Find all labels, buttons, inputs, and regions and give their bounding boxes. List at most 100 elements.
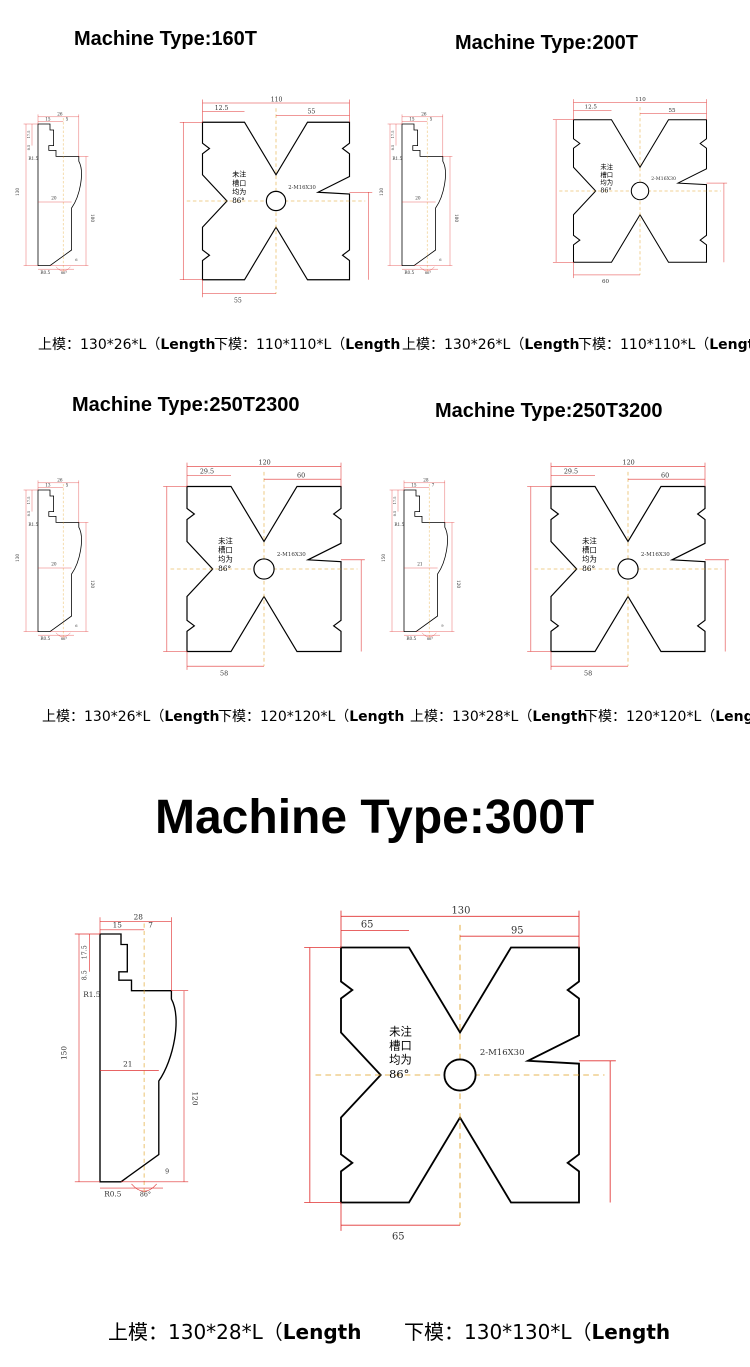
dim-h1: 17.5 — [27, 496, 31, 505]
dim-h: 150 — [381, 554, 386, 562]
lower-die-caption: 下模：110*110*L（Length — [214, 334, 400, 354]
tip-angle-arc — [421, 632, 437, 638]
upper-die-outline — [37, 123, 82, 266]
note-line-4: 86° — [582, 564, 595, 573]
note-line-3: 均为 — [389, 1053, 412, 1067]
dim-h3: 120 — [190, 1092, 199, 1106]
note-line-3: 均为 — [582, 555, 597, 564]
dim-h1: 17.5 — [393, 496, 397, 505]
upper-die-caption: 上模：130*26*L（Length — [42, 706, 219, 726]
dim-w2: 15 — [411, 482, 417, 487]
dim-mid: 20 — [415, 196, 421, 201]
upper-die-caption: 上模：130*28*L（Length — [108, 1316, 361, 1345]
dim-h: 130 — [15, 554, 20, 562]
dim-angle: 86° — [425, 271, 432, 275]
mount-hole — [617, 558, 639, 580]
dim-top: 120 — [259, 459, 271, 467]
note-line-4: 86° — [218, 564, 231, 573]
upper-die-drawing: 28 15 7 150 17.5 8.5 R1.5 21 120 R0.5 86… — [381, 478, 461, 641]
dim-c: 58 — [584, 669, 592, 677]
dim-w2: 15 — [45, 116, 51, 121]
upper-die-caption: 上模：130*26*L（Length — [402, 334, 579, 354]
dim-b: 60 — [661, 471, 669, 479]
note-line-1: 未注 — [232, 170, 246, 179]
dim-w2: 15 — [409, 116, 415, 121]
dim-radius: R1.5 — [28, 156, 38, 161]
note-line-1: 未注 — [582, 536, 597, 545]
dim-h1: 17.5 — [81, 945, 88, 959]
upper-die-caption: 上模：130*26*L（Length — [38, 334, 215, 354]
upper-die-caption-length: Length — [282, 1320, 362, 1344]
tip-angle-arc — [55, 266, 71, 272]
dim-w3: 5 — [66, 116, 69, 121]
dim-radius: R1.5 — [28, 522, 38, 527]
note-line-4: 86° — [389, 1067, 409, 1081]
dim-tip: R0.5 — [40, 270, 50, 275]
note-line-2: 槽口 — [389, 1039, 412, 1053]
mount-hole — [630, 181, 650, 201]
mount-hole — [253, 558, 275, 580]
lower-die-caption-length: Length — [349, 709, 405, 725]
dim-foot: 6 — [75, 258, 78, 262]
dim-w3: 5 — [66, 482, 69, 487]
dim-hole: 2-M16X30 — [651, 176, 676, 182]
upper-die-outline — [99, 933, 177, 1183]
lower-die-caption-spec: 下模：120*120*L（ — [584, 709, 716, 725]
dim-c: 65 — [392, 1231, 405, 1242]
upper-die-outline — [403, 489, 448, 632]
note-line-1: 未注 — [600, 162, 613, 171]
note-line-4: 86° — [232, 197, 244, 205]
dim-mid: 20 — [51, 562, 57, 567]
dim-b: 95 — [511, 925, 524, 936]
dim-radius: R1.5 — [394, 522, 404, 527]
lower-die-caption-length: Lengt — [715, 709, 750, 725]
machine-type-title: Machine Type:160T — [74, 28, 258, 50]
dim-mid: 21 — [417, 562, 423, 567]
lower-die-caption-spec: 下模：120*120*L（ — [218, 709, 350, 725]
dim-h2: 8.5 — [27, 510, 31, 516]
dim-top: 130 — [452, 906, 471, 917]
dim-tip: R0.5 — [406, 636, 416, 641]
dim-top: 120 — [623, 459, 635, 467]
machine-type-title: Machine Type:200T — [455, 32, 639, 54]
dim-w1: 26 — [57, 478, 63, 483]
dim-w3: 7 — [432, 482, 435, 487]
lower-die-caption-length: Length — [591, 1320, 671, 1344]
upper-die-drawing: 26 15 5 130 17.5 8.5 R1.5 20 100 R0.5 86… — [15, 112, 95, 275]
dim-angle: 86° — [427, 637, 434, 641]
upper-die-outline — [401, 123, 446, 266]
dim-w3: 7 — [148, 921, 153, 930]
dim-foot: 9 — [165, 1168, 169, 1175]
note-line-4: 86° — [600, 187, 611, 195]
upper-die-caption-length: Length — [160, 337, 216, 353]
dim-hole: 2-M16X30 — [641, 552, 670, 558]
dim-top: 110 — [271, 96, 283, 103]
lower-die-caption-spec: 下模：130*130*L（ — [404, 1320, 592, 1344]
upper-die-caption-spec: 上模：130*26*L（ — [402, 337, 525, 353]
dim-tip: R0.5 — [104, 1190, 122, 1199]
dim-foot: 6 — [75, 624, 78, 628]
dim-h3: 100 — [454, 214, 459, 222]
lower-die-caption: 下模：120*120*L（Length — [218, 706, 404, 726]
dim-w1: 26 — [57, 112, 63, 117]
lower-die-drawing: 110 12.5 55 60 未注 槽口 均为 86° 2-M16X30 — [552, 97, 728, 285]
note-line-1: 未注 — [218, 536, 233, 545]
dim-mid: 20 — [51, 196, 57, 201]
dim-tip: R0.5 — [40, 636, 50, 641]
lower-die-caption-spec: 下模：110*110*L（ — [214, 337, 346, 353]
machine-type-title: Machine Type:250T2300 — [72, 394, 300, 416]
upper-die-outline — [37, 489, 82, 632]
dim-b: 55 — [669, 108, 677, 114]
dim-radius: R1.5 — [392, 156, 402, 161]
note-line-2: 槽口 — [600, 170, 613, 179]
dim-b: 60 — [297, 471, 305, 479]
upper-die-drawing: 28 15 7 150 17.5 8.5 R1.5 21 120 R0.5 86… — [59, 912, 199, 1199]
upper-die-caption-length: Length — [524, 337, 580, 353]
dim-a: 65 — [361, 920, 374, 931]
dim-foot: 9 — [441, 624, 444, 628]
upper-die-caption-length: Length — [164, 709, 220, 725]
lower-die-drawing: 120 29.5 60 58 未注 槽口 均为 86° 2-M16X30 — [163, 459, 365, 677]
dim-h2: 8.5 — [391, 144, 395, 150]
note-line-1: 未注 — [389, 1024, 412, 1038]
dim-c: 60 — [602, 279, 610, 285]
